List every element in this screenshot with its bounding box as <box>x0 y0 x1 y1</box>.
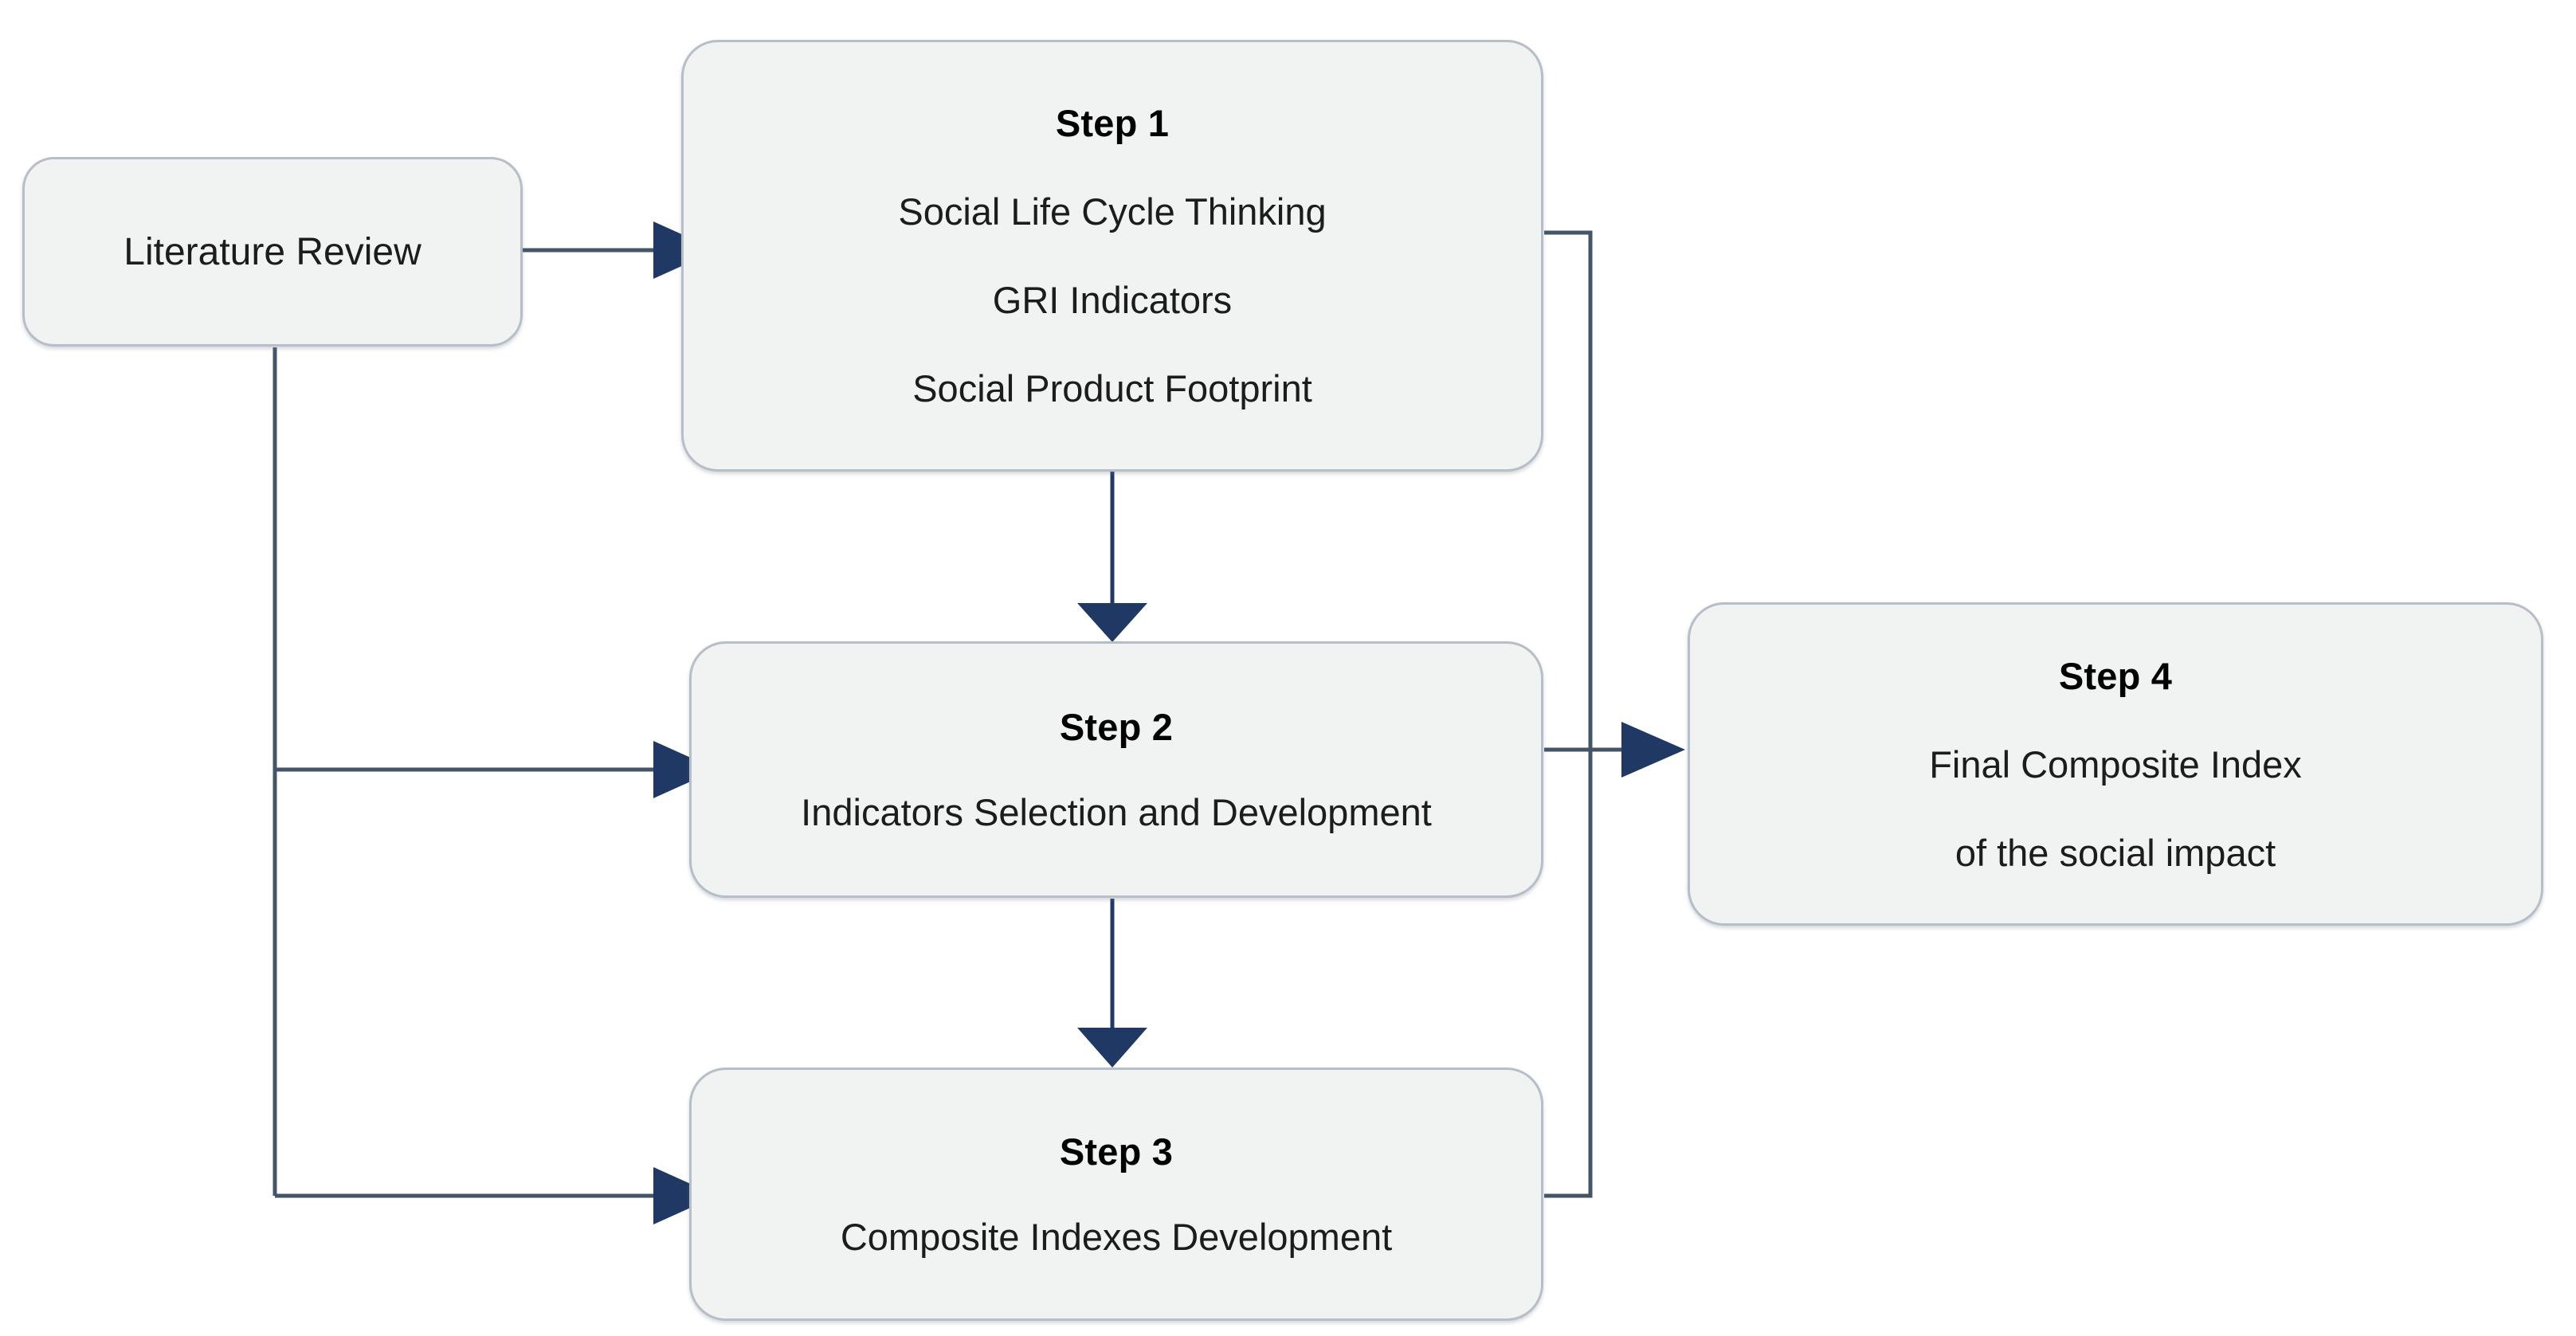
node-step3[interactable]: Step 3 Composite Indexes Development <box>689 1068 1543 1321</box>
node-literature-review[interactable]: Literature Review <box>22 157 523 347</box>
literature-review-label: Literature Review <box>124 230 421 273</box>
connector-step2-to-step4 <box>1544 722 1685 778</box>
step2-line-1: Indicators Selection and Development <box>801 791 1432 833</box>
step4-line-1: Final Composite Index <box>1929 742 2302 786</box>
connector-step2-to-step3 <box>1077 899 1147 1068</box>
step3-title: Step 3 <box>1059 1130 1174 1173</box>
connector-literature-review-to-step2 <box>275 741 717 798</box>
node-step1[interactable]: Step 1 Social Life Cycle Thinking GRI In… <box>681 40 1543 472</box>
step4-line-2: of the social impact <box>1955 831 2276 874</box>
step1-line-2: GRI Indicators <box>992 279 1233 321</box>
step3-line-1: Composite Indexes Development <box>840 1216 1393 1258</box>
step4-title: Step 4 <box>2058 654 2173 697</box>
connector-literature-review-to-step3 <box>275 1167 717 1224</box>
node-step2[interactable]: Step 2 Indicators Selection and Developm… <box>689 641 1543 898</box>
step1-line-3: Social Product Footprint <box>912 367 1312 409</box>
step1-line-1: Social Life Cycle Thinking <box>898 190 1327 233</box>
connector-step1-to-step2 <box>1077 472 1147 642</box>
step1-title: Step 1 <box>1055 102 1170 144</box>
node-step4[interactable]: Step 4 Final Composite Index of the soci… <box>1688 602 2543 926</box>
step2-title: Step 2 <box>1059 706 1174 748</box>
connector-right-spine <box>1544 230 1593 1198</box>
